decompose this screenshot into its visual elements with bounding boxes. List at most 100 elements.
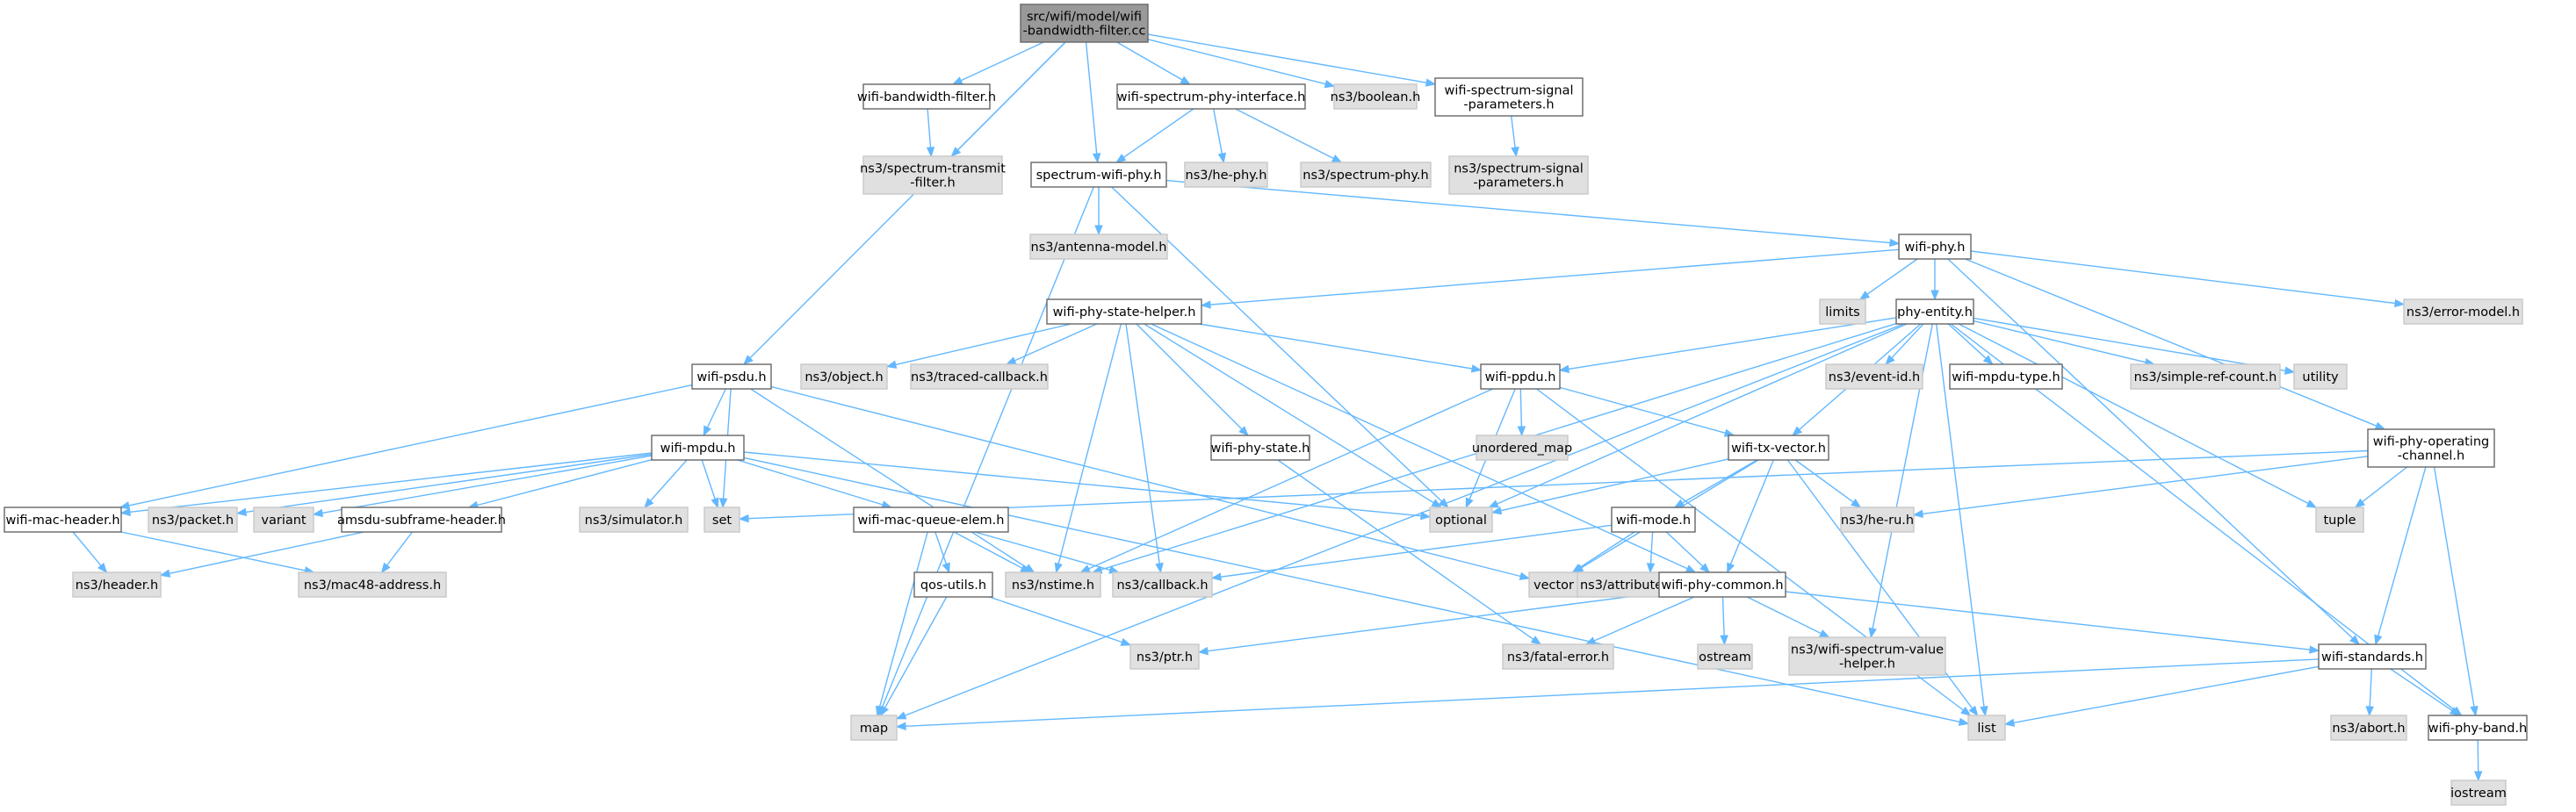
edge-line — [1136, 323, 1243, 430]
file-node-label: ns3/spectrum-transmit — [860, 162, 1006, 176]
file-node-label: ns3/callback.h — [1116, 578, 1208, 593]
file-node-label: ns3/antenna-model.h — [1031, 241, 1167, 255]
file-node-swp[interactable]: spectrum-wifi-phy.h — [1030, 162, 1167, 188]
include-edge-root-to-wssp — [1147, 33, 1437, 87]
edge-line — [1593, 596, 1695, 642]
file-node-wspi[interactable]: wifi-spectrum-phy-interface.h — [1116, 83, 1306, 110]
file-node-box — [2330, 715, 2407, 741]
include-edge-wpsh-to-wps — [1136, 323, 1249, 436]
edge-line — [1729, 459, 1774, 564]
file-node-wbf[interactable]: wifi-bandwidth-filter.h — [857, 83, 996, 110]
edge-line — [749, 41, 1066, 359]
edge-arrowhead — [1792, 426, 1803, 436]
file-node-label: wifi-mac-queue-elem.h — [858, 514, 1005, 528]
file-node-umap: unordered_map — [1472, 435, 1572, 461]
edge-line — [737, 459, 884, 506]
edge-line — [1947, 258, 2354, 639]
file-node-srefc: ns3/simple-ref-count.h — [2130, 363, 2281, 390]
edge-line — [1721, 596, 1725, 636]
file-node-box — [1448, 155, 1589, 195]
edge-layer — [72, 33, 2483, 782]
edge-arrowhead — [235, 507, 248, 516]
file-node-box — [2315, 507, 2364, 533]
file-node-label: ns3/he-phy.h — [1186, 169, 1267, 183]
file-node-wmpdut[interactable]: wifi-mpdu-type.h — [1949, 363, 2063, 390]
file-node-label: phy-entity.h — [1897, 305, 1973, 320]
edge-arrowhead — [1210, 572, 1222, 581]
include-edge-pent-to-srefc — [1973, 320, 2156, 367]
file-node-label: list — [1977, 722, 1996, 736]
include-edge-wps-to-fatal — [1277, 459, 1542, 645]
include-edge-wpsh-to-object — [885, 323, 1072, 369]
file-node-wmpdu[interactable]: wifi-mpdu.h — [651, 435, 745, 461]
edge-arrowhead — [1115, 154, 1127, 163]
edge-line — [927, 108, 932, 148]
edge-arrowhead — [1699, 563, 1711, 573]
file-node-root[interactable]: src/wifi/model/wifi-bandwidth-filter.cc — [1020, 4, 1149, 43]
file-node-wstd[interactable]: wifi-standards.h — [2318, 643, 2427, 670]
edge-line — [169, 531, 364, 574]
edge-line — [770, 385, 1521, 578]
file-node-amsdu[interactable]: amsdu-subframe-header.h — [337, 507, 506, 533]
file-node-bool: ns3/boolean.h — [1331, 83, 1420, 110]
edge-arrowhead — [1885, 355, 1895, 365]
edge-arrowhead — [942, 562, 950, 574]
file-node-box — [800, 363, 888, 390]
edge-arrowhead — [2394, 298, 2406, 308]
edge-line — [1922, 456, 2369, 515]
edge-line — [2477, 739, 2479, 772]
file-node-wpoc[interactable]: wifi-phy-operating-channel.h — [2367, 428, 2495, 468]
include-edge-wmode-to-callback — [1210, 524, 1613, 581]
file-node-box — [148, 507, 238, 533]
include-edge-wmqe-to-map — [876, 531, 928, 717]
file-node-label: map — [860, 722, 888, 736]
include-edge-wstd-to-abort — [2365, 668, 2374, 717]
file-node-tuple: tuple — [2315, 507, 2364, 533]
edge-line — [2362, 466, 2408, 503]
file-node-label: wifi-phy.h — [1905, 241, 1966, 255]
file-node-box — [1429, 507, 1493, 533]
edge-arrowhead — [380, 562, 391, 574]
include-edge-wpb-to-iostream — [2473, 739, 2483, 782]
edge-arrowhead — [1079, 564, 1091, 573]
file-node-wmh[interactable]: wifi-mac-header.h — [4, 507, 122, 533]
file-node-box — [1898, 234, 1972, 260]
file-node-wps[interactable]: wifi-phy-state.h — [1210, 435, 1310, 461]
edge-arrowhead — [1851, 499, 1862, 508]
edge-line — [72, 531, 102, 566]
file-node-box — [1528, 571, 1579, 598]
file-node-wssp[interactable]: wifi-spectrum-signal-parameters.h — [1434, 77, 1584, 117]
edge-arrowhead — [703, 425, 711, 437]
file-node-label: wifi-phy-common.h — [1661, 578, 1783, 593]
file-node-wpb[interactable]: wifi-phy-band.h — [2428, 715, 2528, 741]
file-node-label: qos-utils.h — [920, 578, 986, 593]
file-node-box — [913, 571, 993, 598]
file-node-wmqe[interactable]: wifi-mac-queue-elem.h — [853, 507, 1009, 533]
file-node-wphy[interactable]: wifi-phy.h — [1898, 234, 1972, 260]
file-node-tcb: ns3/traced-callback.h — [910, 363, 1049, 390]
file-node-label: wifi-bandwidth-filter.h — [857, 90, 996, 104]
file-node-box — [1895, 298, 1974, 325]
file-node-wppdu[interactable]: wifi-ppdu.h — [1480, 363, 1561, 390]
edge-arrowhead — [926, 147, 935, 158]
file-node-box — [1788, 636, 1946, 676]
file-node-box — [298, 571, 447, 598]
file-node-wpc[interactable]: wifi-phy-common.h — [1658, 571, 1786, 598]
edge-line — [905, 323, 1904, 716]
edge-line — [1794, 459, 1854, 503]
file-node-wpsh[interactable]: wifi-phy-state-helper.h — [1046, 298, 1202, 325]
include-edge-wmh-to-mac48 — [120, 531, 315, 575]
edge-line — [2013, 665, 2320, 723]
file-node-qos[interactable]: qos-utils.h — [913, 571, 993, 598]
file-node-wmode[interactable]: wifi-mode.h — [1611, 507, 1696, 533]
file-node-errmodel: ns3/error-model.h — [2403, 298, 2523, 325]
edge-arrowhead — [312, 508, 324, 517]
include-edge-wmqe-to-qos — [934, 531, 950, 574]
file-node-pent[interactable]: phy-entity.h — [1895, 298, 1974, 325]
file-node-label: wifi-spectrum-phy-interface.h — [1117, 90, 1306, 104]
file-node-wtxv[interactable]: wifi-tx-vector.h — [1728, 435, 1829, 461]
edge-line — [881, 186, 1094, 708]
file-node-wpsdu[interactable]: wifi-psdu.h — [691, 363, 772, 390]
file-node-box — [1300, 162, 1432, 188]
